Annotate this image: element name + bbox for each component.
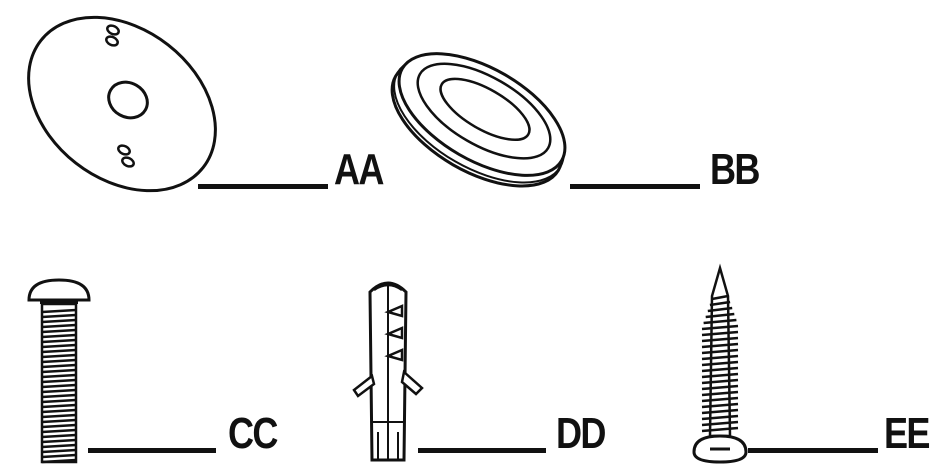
part-bb (382, 38, 577, 198)
part-label-dd: DD (556, 409, 606, 458)
wall-anchor-icon (352, 281, 424, 462)
part-label-cc: CC (228, 409, 278, 458)
part-dd (348, 272, 428, 464)
machine-screw-icon (27, 278, 91, 464)
part-label-bb: BB (710, 145, 760, 194)
part-cc (24, 278, 94, 464)
washer-plate-icon (27, 15, 217, 193)
grommet-ring-icon (390, 52, 567, 188)
leader-line-dd (418, 448, 546, 453)
part-aa (10, 8, 225, 193)
part-ee (690, 263, 750, 464)
leader-line-bb (570, 184, 700, 189)
wood-screw-icon (692, 263, 748, 464)
leader-line-ee (748, 448, 878, 453)
part-label-aa: AA (334, 145, 384, 194)
part-label-ee: EE (884, 409, 930, 458)
leader-line-aa (198, 184, 328, 189)
leader-line-cc (88, 448, 216, 453)
